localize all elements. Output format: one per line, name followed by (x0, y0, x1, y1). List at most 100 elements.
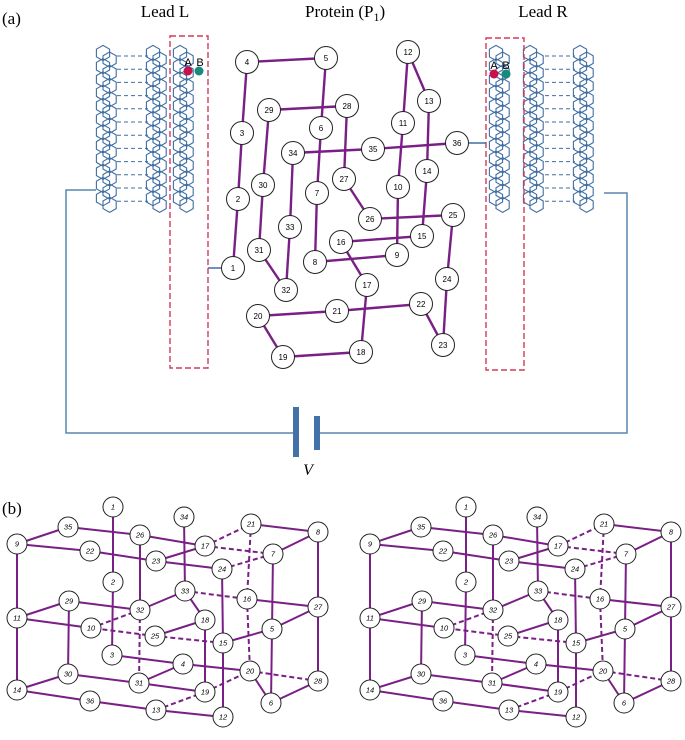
node-label: 27 (340, 175, 349, 184)
right-graph-node-23: 8 (660, 521, 682, 543)
node-label: 3 (463, 651, 468, 660)
node-circle (6, 679, 28, 701)
right-graph-bond-17-32 (599, 598, 604, 672)
right-graph-node-20: 6 (613, 692, 635, 714)
node-26: 26 (358, 207, 382, 231)
left-graph-node-26: 33 (174, 580, 196, 602)
node-16: 16 (329, 230, 353, 254)
right-graph-bond-8-7 (507, 635, 577, 644)
left-graph-node-4: 14 (6, 679, 28, 701)
node-circle (240, 513, 262, 535)
right-graph-bond-25-26 (536, 516, 539, 592)
left-graph-bond-19-32 (249, 670, 319, 682)
node-circle (409, 292, 433, 316)
node-circle (410, 224, 434, 248)
node-17: 17 (355, 273, 379, 297)
node-circle (303, 250, 327, 274)
left-lead-hex (102, 196, 117, 214)
node-12: 12 (396, 40, 420, 64)
node-circle (415, 159, 439, 183)
node-label: 28 (343, 102, 352, 111)
panel-b: (b) 121336141110251524232293526171816272… (2, 496, 682, 728)
right-graph-node-19: 28 (660, 670, 682, 692)
node-circle (230, 121, 254, 145)
node-label: 26 (135, 531, 145, 540)
left-graph-node-6: 10 (80, 617, 102, 639)
node-circle (482, 524, 504, 546)
left-graph-bond-35-34 (111, 581, 114, 656)
node-circle (79, 690, 101, 712)
node-label: 32 (489, 606, 498, 615)
node-circle (172, 653, 194, 675)
node-circle (307, 670, 329, 692)
node-label: 20 (598, 667, 608, 676)
node-label: 27 (666, 603, 676, 612)
node-label: 1 (464, 503, 468, 512)
left-graph-bond-22-21 (271, 553, 274, 630)
left-graph-bond-8-7 (154, 635, 224, 644)
node-label: 34 (533, 513, 541, 522)
left-graph-node-18: 27 (307, 596, 329, 618)
left-graph-node-9: 24 (211, 558, 233, 580)
left-graph-bond-7-6 (90, 627, 156, 637)
node-circle (221, 256, 245, 280)
right-graph-node-21: 5 (614, 618, 636, 640)
right-graph-bond-34-33 (464, 654, 537, 665)
node-circle (6, 533, 28, 555)
node-circle (481, 672, 503, 694)
node-label: 18 (357, 348, 366, 357)
left-graph-node-22: 7 (262, 543, 284, 565)
node-circle (547, 681, 569, 703)
node-circle (564, 558, 586, 580)
node-label: 7 (271, 550, 276, 559)
left-graph-bond-11-10 (89, 550, 157, 562)
node-circle (498, 699, 520, 721)
bond-18-19 (282, 350, 362, 359)
node-27: 27 (332, 167, 356, 191)
node-34: 34 (281, 141, 305, 165)
left-graph-bond-13-14 (67, 526, 141, 536)
node-label: 5 (623, 625, 628, 634)
node-label: 33 (286, 223, 295, 232)
right-graph-node-27: 32 (482, 599, 504, 621)
node-label: 34 (180, 513, 188, 522)
node-label: 33 (181, 587, 190, 596)
node-circle (173, 506, 195, 528)
right-graph-bond-2-1 (508, 709, 577, 718)
bond-27-28 (342, 105, 349, 180)
node-circle (79, 540, 101, 562)
left-graph-bond-3-2 (89, 700, 157, 711)
right-graph-node-35: 2 (455, 571, 477, 593)
node-label: 2 (236, 195, 241, 204)
right-site-b-label: B (502, 60, 509, 72)
node-circle (455, 496, 477, 518)
node-circle (391, 111, 415, 135)
right-site-a-marker (489, 69, 499, 79)
right-graph-bond-13-14 (420, 526, 494, 536)
node-label: 19 (554, 688, 563, 697)
right-graph-bond-28-29 (420, 600, 423, 675)
left-graph-node-7: 25 (144, 625, 166, 647)
node-circle (385, 243, 409, 267)
node-circle (6, 607, 28, 629)
protein-title-suffix: ) (379, 2, 385, 21)
node-label: 11 (13, 614, 21, 623)
node-circle (307, 596, 329, 618)
right-graph-node-13: 35 (410, 516, 432, 538)
left-graph-node-28: 29 (58, 590, 80, 612)
node-30: 30 (251, 173, 275, 197)
node-label: 12 (404, 48, 413, 57)
node-label: 24 (443, 275, 452, 284)
right-graph-node-16: 18 (547, 609, 569, 631)
node-circle (349, 340, 373, 364)
node-circle (239, 660, 261, 682)
panel-a-label: (a) (2, 9, 21, 28)
left-site-a-label: A (184, 57, 192, 69)
left-graph-bond-6-5 (16, 617, 92, 629)
node-label: 9 (15, 540, 20, 549)
right-graph-bond-24-17 (599, 523, 605, 600)
node-circle (260, 692, 282, 714)
battery-plate-short (314, 416, 320, 450)
node-label: 33 (534, 587, 543, 596)
node-circle (660, 596, 682, 618)
